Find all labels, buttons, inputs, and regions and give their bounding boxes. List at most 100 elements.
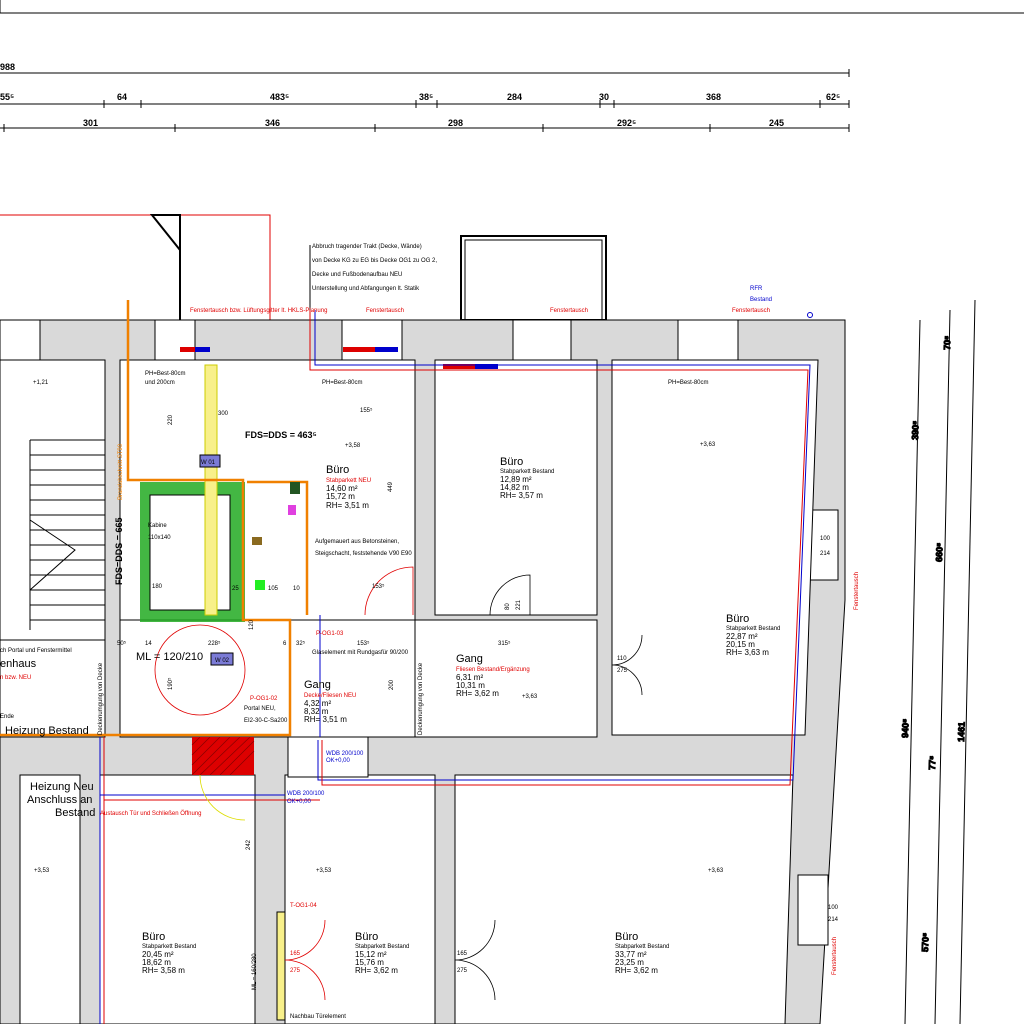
room-label: Gang Fliesen Bestand/Ergänzung 6,31 m² 1… bbox=[456, 653, 530, 698]
dim-label: 245 bbox=[769, 118, 784, 128]
room-height: RH= 3,62 m bbox=[355, 966, 398, 975]
tag-blue: WDB 200/100 bbox=[326, 751, 364, 757]
door-width: 165 bbox=[457, 951, 468, 957]
room-area: 6,31 m² bbox=[456, 673, 483, 682]
cabin-label: Kabine bbox=[148, 523, 167, 529]
door-height: 275 bbox=[457, 968, 468, 974]
note: Deckenumgung von Decke bbox=[98, 662, 104, 735]
room-label: Gang Decke/Fliesen NEU 4,32 m² 8,32 m RH… bbox=[304, 679, 356, 724]
room-name: Büro bbox=[355, 931, 378, 943]
window-note: Fenstertausch bbox=[854, 572, 860, 610]
door-labels: 165 275 165 275 110 275 80 221 bbox=[290, 599, 628, 974]
room-floor: Fliesen Bestand/Ergänzung bbox=[456, 667, 530, 673]
dim-right: 570⁵ bbox=[920, 932, 931, 952]
note-line: Unterstellung und Abfangungen lt. Statik bbox=[312, 286, 420, 292]
inner-dim: 105 bbox=[268, 586, 279, 592]
inner-dim: 449 bbox=[388, 481, 394, 492]
inner-dim: 25 bbox=[232, 586, 239, 592]
room-label: Büro Stabparkett NEU 14,60 m² 15,72 m RH… bbox=[326, 464, 371, 510]
demolition-note: Abbruch tragender Trakt (Decke, Wände) v… bbox=[312, 244, 437, 292]
right-dimension-lines: 390⁵ 660⁵ 940⁵ 77⁵ 570⁵ 1461 70⁵ bbox=[900, 299, 976, 1024]
note: Nachbau Türelement bbox=[290, 1014, 346, 1020]
rfr-status: Bestand bbox=[750, 297, 772, 303]
inner-dim: 10 bbox=[293, 586, 300, 592]
room-area: 14,60 m² bbox=[326, 484, 358, 493]
room-name: Büro bbox=[326, 464, 349, 476]
walls bbox=[0, 319, 846, 1024]
ml-label: ML = 120/210 bbox=[136, 651, 203, 663]
dim-right: 940⁵ bbox=[900, 718, 911, 738]
note: Austausch Tür und Schließen Öffnung bbox=[100, 810, 202, 817]
room-name: Gang bbox=[304, 679, 331, 691]
room-name: Büro bbox=[726, 613, 749, 625]
room-height: RH= 3,63 m bbox=[726, 648, 769, 657]
inner-dim: 242 bbox=[246, 839, 252, 850]
room-label: Büro Stabparkett Bestand 15,12 m² 15,76 … bbox=[355, 931, 409, 975]
note: n bzw. NEU bbox=[0, 675, 31, 681]
room-floor: Stabparkett NEU bbox=[326, 478, 371, 484]
room-perimeter: 18,62 m bbox=[142, 958, 171, 967]
inner-dim: 6 bbox=[283, 641, 287, 647]
room-perimeter: 23,25 m bbox=[615, 958, 644, 967]
window-height: 214 bbox=[820, 551, 831, 557]
room-perimeter: 15,72 m bbox=[326, 492, 355, 501]
note: PH=Best-80cm bbox=[322, 380, 363, 386]
dim-label: 346 bbox=[265, 118, 280, 128]
dim-right: 390⁵ bbox=[910, 420, 921, 440]
note: enhaus bbox=[0, 658, 37, 670]
tag-p-og1-02: P-OG1-02 bbox=[250, 696, 278, 702]
level-label: +3,63 bbox=[708, 868, 724, 874]
room-perimeter: 15,76 m bbox=[355, 958, 384, 967]
dimension-lines: 988 55⁵ 64 483⁵ 38⁵ 284 30 368 62⁵ 301 3… bbox=[0, 62, 850, 132]
tag-blue: WDB 200/100 bbox=[287, 791, 325, 797]
note: ch Portal und Fenstermittel bbox=[0, 648, 72, 654]
door-height: 275 bbox=[290, 968, 301, 974]
dim-right: 660⁵ bbox=[934, 542, 945, 562]
inner-dim: 120 bbox=[249, 619, 255, 630]
door-height: 275 bbox=[617, 668, 628, 674]
window-note: Fenstertausch bbox=[732, 308, 770, 314]
portal-label: EI2-30-C-Sa200 bbox=[244, 718, 288, 724]
dim-right: 70⁵ bbox=[942, 335, 952, 350]
room-perimeter: 14,82 m bbox=[500, 483, 529, 492]
room-perimeter: 8,32 m bbox=[304, 707, 329, 716]
level-label: +3,58 bbox=[345, 443, 361, 449]
dim-label: 298 bbox=[448, 118, 463, 128]
note: Ende bbox=[0, 714, 15, 720]
note: Aufgemauert aus Betonsteinen, bbox=[315, 539, 399, 545]
inner-dim: 190⁵ bbox=[167, 677, 174, 690]
room-floor: Stabparkett Bestand bbox=[615, 944, 669, 950]
window-note: Fenstertausch bbox=[366, 308, 404, 314]
room-label: Büro Stabparkett Bestand 22,87 m² 20,15 … bbox=[726, 613, 780, 657]
room-area: 33,77 m² bbox=[615, 950, 647, 959]
inner-dim: 228⁵ bbox=[208, 640, 221, 647]
inner-dim: 200 bbox=[389, 679, 395, 690]
fds-label: FDS=DDS = 463⁵ bbox=[245, 430, 317, 440]
room-area: 4,32 m² bbox=[304, 699, 331, 708]
tag-blue: OK+0,00 bbox=[287, 799, 312, 805]
ml-label: ML = 160/280 bbox=[252, 953, 258, 990]
dim-label: 30 bbox=[599, 92, 609, 102]
heating-existing-label: Heizung Bestand bbox=[5, 725, 89, 737]
frame bbox=[0, 0, 1024, 14]
room-area: 22,87 m² bbox=[726, 632, 758, 641]
window-height: 214 bbox=[828, 917, 839, 923]
level-label: +3,53 bbox=[316, 868, 332, 874]
window-notes: Fenstertausch bzw. Lüftungsgitter lt. HK… bbox=[190, 286, 860, 975]
room-name: Büro bbox=[500, 456, 523, 468]
note: PH=Best-80cm bbox=[668, 380, 709, 386]
inner-dim: 14 bbox=[145, 641, 152, 647]
top-structures bbox=[0, 214, 607, 370]
portal-label: Portal NEU, bbox=[244, 706, 276, 712]
note-line: Decke und Fußbodenaufbau NEU bbox=[312, 272, 402, 278]
room-area: 20,45 m² bbox=[142, 950, 174, 959]
inner-dim: 153⁵ bbox=[372, 583, 385, 590]
dim-label: 301 bbox=[83, 118, 98, 128]
room-height: RH= 3,51 m bbox=[326, 501, 369, 510]
note-line: von Decke KG zu EG bis Decke OG1 zu OG 2… bbox=[312, 258, 437, 264]
inner-dim: 32⁵ bbox=[296, 640, 306, 647]
window-width: 100 bbox=[820, 536, 831, 542]
fire-wall-label: Brandabschnitt ST90 bbox=[118, 443, 124, 500]
room-floor: Stabparkett Bestand bbox=[726, 626, 780, 632]
